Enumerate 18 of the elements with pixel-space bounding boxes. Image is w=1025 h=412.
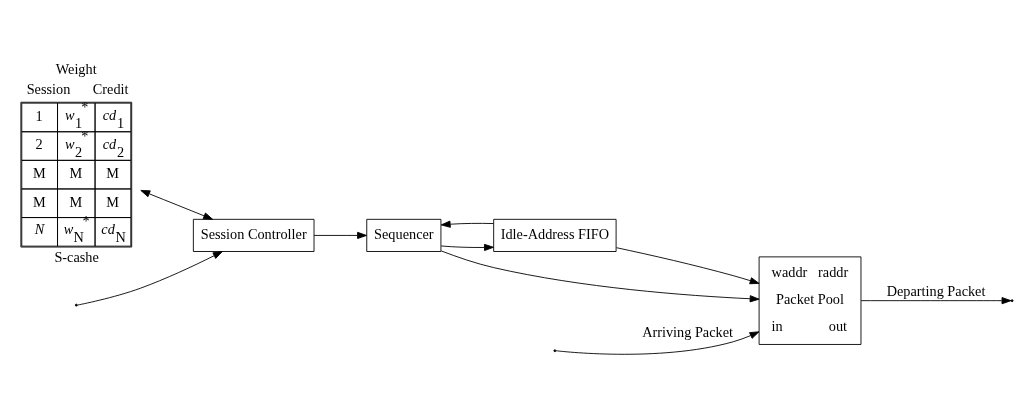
arrow: [440, 243, 494, 252]
arrow: [140, 189, 214, 220]
node-box: waddr raddr Packet Pool in out: [758, 256, 862, 345]
node-box: Idle-Address FIFO: [493, 218, 617, 252]
node-box: Sequencer: [366, 218, 442, 252]
node-box: Session Controller: [192, 218, 315, 252]
arrow: [555, 331, 760, 355]
edge-label: Arriving Packet: [642, 324, 734, 341]
node-label: Credit: [92, 81, 129, 98]
node-label: S-cashe: [54, 249, 99, 266]
arrow: [440, 220, 494, 228]
arrow: [860, 297, 1012, 305]
arrow: [313, 231, 367, 239]
node-label: Weight: [55, 61, 97, 78]
node-label: Session: [26, 81, 71, 98]
edge-label: Departing Packet: [886, 283, 986, 300]
arrow: [616, 247, 760, 285]
arrow: [440, 250, 760, 303]
